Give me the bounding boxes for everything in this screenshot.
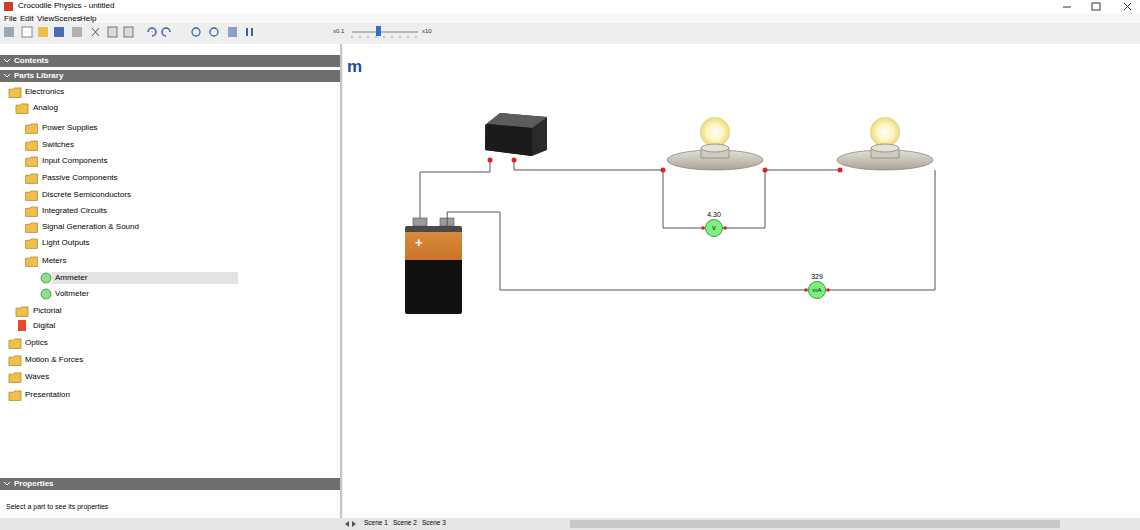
- panel-header: Parts Library: [14, 71, 63, 80]
- panel-header-bar: [0, 70, 340, 82]
- battery: +: [405, 226, 462, 314]
- panel-divider: [341, 44, 342, 518]
- tree-item: Electronics: [25, 87, 64, 96]
- circuit-wire: [447, 212, 808, 290]
- meter: 329 mA: [808, 272, 826, 299]
- menu-item: View: [37, 14, 54, 23]
- tree-item: Optics: [25, 338, 48, 347]
- zoom-label: x10: [422, 28, 432, 35]
- tree-item: Passive Components: [42, 173, 118, 182]
- scene-tab: Scene 2: [393, 519, 417, 526]
- collapse-arrows: [4, 59, 10, 485]
- tab-bar: [0, 518, 1140, 530]
- menu-item: Edit: [20, 14, 34, 23]
- meter-reading: 4.30: [705, 210, 723, 219]
- left-panel: [0, 44, 340, 518]
- bulb-symbol: [661, 117, 768, 173]
- tree-item: Presentation: [25, 390, 70, 399]
- meter-circle: mA: [808, 281, 826, 299]
- scene-tab: Scene 1: [364, 519, 388, 526]
- panel-header: Contents: [14, 56, 49, 65]
- panel-header: Properties: [14, 479, 54, 488]
- tree-item: Digital: [33, 321, 55, 330]
- scene-tab: Scene 3: [422, 519, 446, 526]
- toolbar-icons: [4, 26, 418, 38]
- meter-unit: mA: [813, 287, 822, 293]
- battery-polarity: +: [415, 236, 423, 249]
- meter-unit: V: [712, 225, 716, 231]
- close-icon: [1124, 3, 1131, 10]
- status-text: Select a part to see its properties: [6, 503, 108, 511]
- menu-item: Scenes: [54, 14, 81, 23]
- circuit-wires: [420, 162, 935, 290]
- tree-item: Analog: [33, 103, 58, 112]
- tree-item: Voltmeter: [55, 289, 89, 298]
- toolbar: [0, 23, 1140, 41]
- switch-symbol: [485, 113, 547, 163]
- tree-item: Signal Generation & Sound: [42, 222, 139, 231]
- selected-row: [52, 272, 238, 284]
- tree-item: Discrete Semiconductors: [42, 190, 131, 199]
- meter-circle: V: [705, 219, 723, 237]
- menu-item: Help: [80, 14, 96, 23]
- title-bar: [0, 0, 1140, 13]
- tree-item: Waves: [25, 372, 49, 381]
- tab-arrows: [345, 521, 356, 527]
- tree-item: Input Components: [42, 156, 107, 165]
- tree-item: Light Outputs: [42, 238, 90, 247]
- tree-item: Integrated Circuits: [42, 206, 107, 215]
- tree-item: Pictorial: [33, 306, 61, 315]
- battery-terminals: [413, 218, 454, 226]
- panel-header-bar: [0, 478, 340, 490]
- menu-bar: [0, 13, 1140, 23]
- tree-item: Power Supplies: [42, 123, 98, 132]
- zoom-label: x0.1: [333, 28, 344, 35]
- menu-item: File: [4, 14, 17, 23]
- minimize-icon: [1063, 7, 1071, 8]
- restore-icon: [1092, 3, 1100, 10]
- canvas-logo: m: [347, 57, 362, 77]
- meter: 4.30V: [705, 210, 723, 237]
- tree-item: Motion & Forces: [25, 355, 83, 364]
- app-icon: [4, 2, 13, 11]
- meter-reading: 329: [808, 272, 826, 281]
- tree-item: Ammeter: [55, 273, 87, 282]
- tree-item: Switches: [42, 140, 74, 149]
- panel-header-bar: [0, 55, 340, 67]
- bulb-symbol: [837, 117, 933, 173]
- window-title: Crocodile Physics - untitled: [18, 1, 114, 10]
- tree-item: Meters: [42, 256, 66, 265]
- scrollbar: [570, 520, 1060, 528]
- canvas: [343, 44, 1140, 518]
